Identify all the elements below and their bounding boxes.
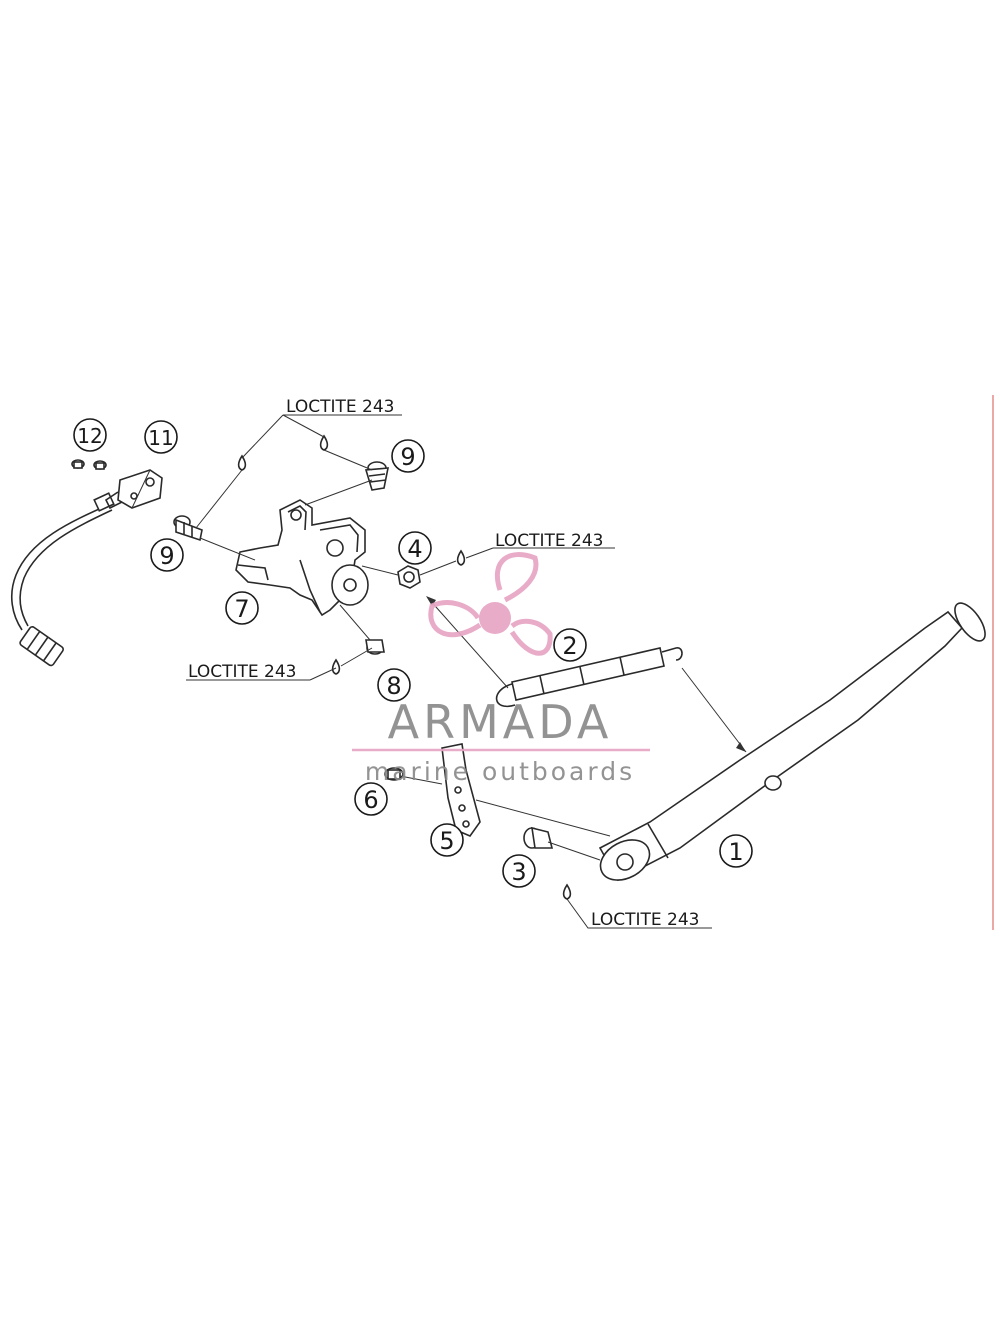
nut [397, 565, 421, 589]
callout-6: 6 [354, 782, 388, 816]
callout-9-upper-label: 9 [400, 443, 415, 471]
callout-12: 12 [73, 418, 107, 452]
callout-8-label: 8 [386, 672, 401, 700]
small-screws [71, 459, 107, 470]
loctite-note-left: LOCTITE 243 [188, 662, 297, 682]
callout-1: 1 [719, 834, 753, 868]
spring [495, 647, 683, 708]
side-stand-switch [104, 469, 163, 510]
callout-11: 11 [144, 420, 178, 454]
pin [384, 767, 404, 781]
callout-9-upper: 9 [391, 439, 425, 473]
callout-9-left-label: 9 [159, 542, 174, 570]
bolt-upper [364, 461, 389, 491]
side-stand-leg [598, 602, 986, 882]
loctite-drops [237, 434, 572, 900]
side-stand-switch-cable [10, 492, 115, 667]
bolt-left [173, 515, 203, 542]
bolt-lower [365, 639, 385, 655]
loctite-note-right: LOCTITE 243 [495, 531, 604, 551]
watermark-name: ARMADA [388, 695, 613, 749]
callout-6-label: 6 [363, 786, 378, 814]
stand-bolt [523, 826, 554, 849]
callout-7: 7 [225, 591, 259, 625]
callout-3: 3 [502, 854, 536, 888]
callout-2: 2 [553, 628, 587, 662]
callout-11-label: 11 [148, 426, 173, 450]
propeller-icon [428, 552, 553, 656]
leader-lines [131, 414, 747, 929]
callout-8: 8 [377, 668, 411, 702]
callout-1-label: 1 [728, 838, 743, 866]
callout-3-label: 3 [511, 858, 526, 886]
callout-12-label: 12 [77, 424, 102, 448]
callout-5-label: 5 [439, 827, 454, 855]
watermark-tagline: marine outboards [365, 757, 635, 786]
callout-4: 4 [398, 531, 432, 565]
side-stand-bracket [235, 499, 369, 617]
armada-logo: ARMADA marine outboards [352, 552, 650, 786]
callout-4-label: 4 [407, 535, 422, 563]
loctite-note-bottom: LOCTITE 243 [591, 910, 700, 930]
callout-5: 5 [430, 823, 464, 857]
loctite-note-top: LOCTITE 243 [286, 397, 395, 417]
callout-2-label: 2 [562, 632, 577, 660]
callout-9-left: 9 [150, 538, 184, 572]
callout-7-label: 7 [234, 595, 249, 623]
stop-plate [441, 743, 481, 837]
